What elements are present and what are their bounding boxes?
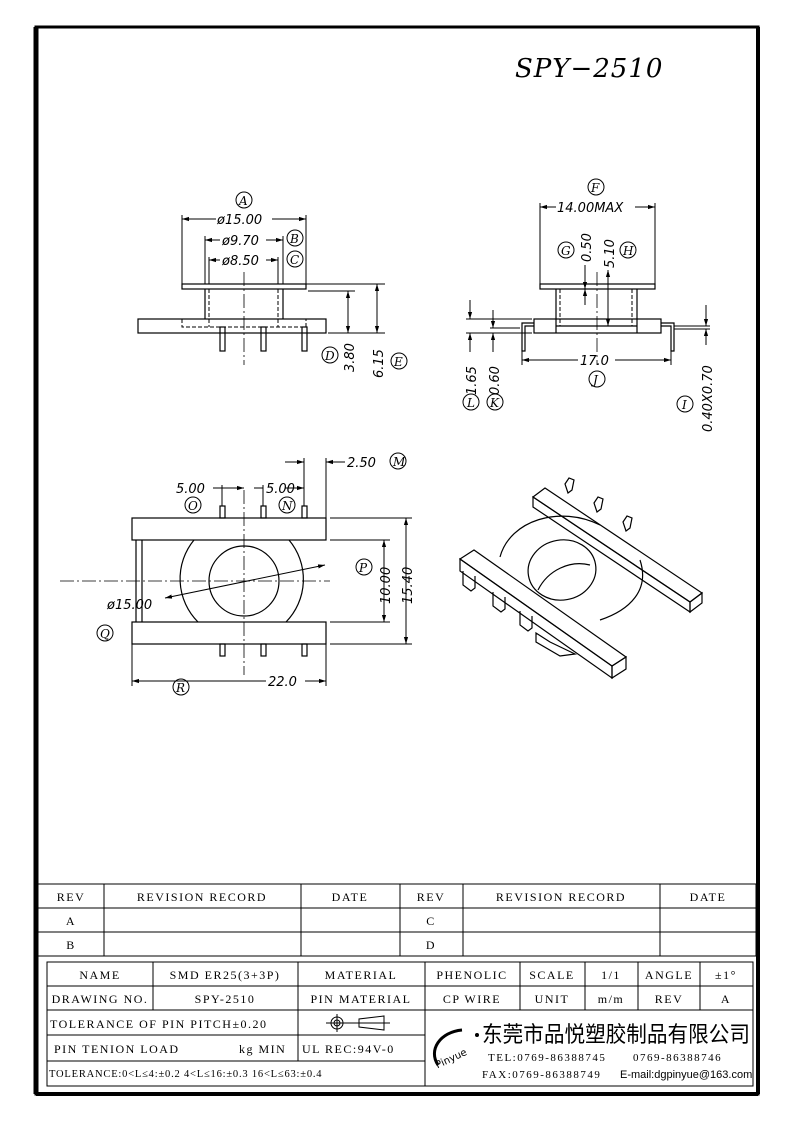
company-fax: FAX:0769-86388749 <box>482 1069 601 1081</box>
dim-j-tag: J <box>590 373 599 387</box>
name-value: SMD ER25(3+3P) <box>170 968 281 982</box>
dim-j-value: 17.0 <box>580 354 609 369</box>
company-logo: Pinyue <box>432 1028 479 1071</box>
pin <box>219 643 226 657</box>
dim-e-value: 6.15 <box>372 349 387 378</box>
dim-n-tag: N <box>281 499 293 513</box>
rev-label: REV <box>655 992 684 1006</box>
ul-rec: UL REC:94V-0 <box>302 1042 395 1056</box>
dim-a-value: ø15.00 <box>216 213 262 228</box>
revision-record-header-2: REVISION RECORD <box>496 890 626 904</box>
pin <box>219 505 226 519</box>
rev-value: A <box>721 992 731 1006</box>
dim-h-value: 5.10 <box>603 239 618 268</box>
scale-value: 1/1 <box>601 968 621 982</box>
pin-pitch-tolerance: TOLERANCE OF PIN PITCH±0.20 <box>50 1017 268 1031</box>
pin <box>260 326 267 352</box>
unit-value: m/m <box>598 992 625 1006</box>
base-plate <box>137 318 327 334</box>
name-label: NAME <box>79 968 120 982</box>
top-flange <box>539 283 656 290</box>
logo-text: Pinyue <box>434 1047 469 1071</box>
dim-r-value: 22.0 <box>268 675 297 690</box>
drawing-no-label: DRAWING NO. <box>52 992 149 1006</box>
date-header-1: DATE <box>332 890 369 904</box>
pin-material-label: PIN MATERIAL <box>311 992 412 1006</box>
unit-label: UNIT <box>535 992 570 1006</box>
dim-m-tag: M <box>392 455 406 469</box>
pin <box>301 643 308 657</box>
company-name: 东莞市品悦塑胶制品有限公司 <box>482 1023 750 1048</box>
material-value: PHENOLIC <box>436 968 507 982</box>
dim-dia-value: ø15.00 <box>106 598 152 613</box>
pin <box>260 643 267 657</box>
dim-r-tag: R <box>175 681 185 695</box>
company-email: E-mail:dgpinyue@163.com <box>620 1069 752 1081</box>
dim-15-40-value: 15.40 <box>401 567 416 604</box>
rev-cell: C <box>426 914 436 928</box>
dim-i-value: 0.40X0.70 <box>701 365 716 432</box>
pin <box>301 505 308 519</box>
revision-record-header-1: REVISION RECORD <box>137 890 267 904</box>
company-tel-2: 0769-86388746 <box>633 1052 722 1064</box>
pin <box>260 505 267 519</box>
revision-table: REV REVISION RECORD DATE REV REVISION RE… <box>37 883 757 957</box>
dim-c-tag: C <box>290 253 299 267</box>
pin-tension-unit: kg MIN <box>239 1042 286 1056</box>
rev-header-1: REV <box>57 890 86 904</box>
dim-c-value: ø8.50 <box>221 254 259 269</box>
dim-q-tag: Q <box>100 627 110 641</box>
lower-flange <box>131 621 327 645</box>
dim-d-value: 3.80 <box>343 343 358 372</box>
dim-p-value: 10.00 <box>379 567 394 604</box>
top-view: ø15.00 2.50 M 5.00 O 5.00 N 10.00 P 15.4… <box>60 452 416 696</box>
title-block: NAME SMD ER25(3+3P) MATERIAL PHENOLIC SC… <box>46 961 754 1087</box>
rev-cell: D <box>426 938 436 952</box>
dim-f-value: 14.00MAX <box>557 201 624 216</box>
angle-label: ANGLE <box>645 968 693 982</box>
dim-b-value: ø9.70 <box>221 234 259 249</box>
pin <box>301 326 308 352</box>
tolerance-note: TOLERANCE:0<L≤4:±0.2 4<L≤16:±0.3 16<L≤63… <box>49 1069 322 1080</box>
rev-header-2: REV <box>417 890 446 904</box>
dim-m-value: 2.50 <box>347 456 376 471</box>
third-angle-projection-icon <box>326 1014 390 1032</box>
date-header-2: DATE <box>690 890 727 904</box>
dim-h-tag: H <box>622 244 634 258</box>
dim-i-tag: I <box>681 398 687 412</box>
drawing-frame <box>33 25 760 1096</box>
dim-g-value: 0.50 <box>580 233 595 262</box>
bore-opening <box>527 539 597 601</box>
rev-cell: B <box>66 938 76 952</box>
dim-o-value: 5.00 <box>176 482 205 497</box>
dim-l-tag: L <box>466 396 475 410</box>
angle-value: ±1° <box>715 968 737 982</box>
side-view: 14.00MAX F 0.50 G 5.10 H 17.0 J 1.65 L 0… <box>462 178 716 432</box>
material-label: MATERIAL <box>325 968 398 982</box>
dim-n-value: 5.00 <box>266 482 295 497</box>
front-view: ø15.00 A ø9.70 B ø8.50 C 3.80 D 6.15 E <box>137 191 408 378</box>
dim-a-tag: A <box>238 194 248 208</box>
upper-flange <box>131 517 327 541</box>
drawing-no-value: SPY-2510 <box>195 992 256 1006</box>
dim-k-tag: K <box>489 396 500 410</box>
dim-f-tag: F <box>590 181 600 195</box>
dim-p-tag: P <box>358 561 368 575</box>
dim-d-tag: D <box>324 349 335 363</box>
pin-tension-label: PIN TENION LOAD <box>54 1042 180 1056</box>
dim-b-tag: B <box>289 232 299 246</box>
dim-l-value: 1.65 <box>465 366 480 395</box>
company-tel: TEL:0769-86388745 <box>488 1052 606 1064</box>
dim-k-value: 0.60 <box>488 366 503 395</box>
drawing-title: SPY−2510 <box>515 54 663 84</box>
dim-o-tag: O <box>188 499 198 513</box>
dim-e-tag: E <box>393 355 403 369</box>
pin-material-value: CP WIRE <box>443 992 501 1006</box>
rev-cell: A <box>66 914 76 928</box>
scale-label: SCALE <box>529 968 575 982</box>
pin <box>219 326 226 352</box>
dim-g-tag: G <box>561 244 571 258</box>
isometric-view <box>458 477 704 680</box>
